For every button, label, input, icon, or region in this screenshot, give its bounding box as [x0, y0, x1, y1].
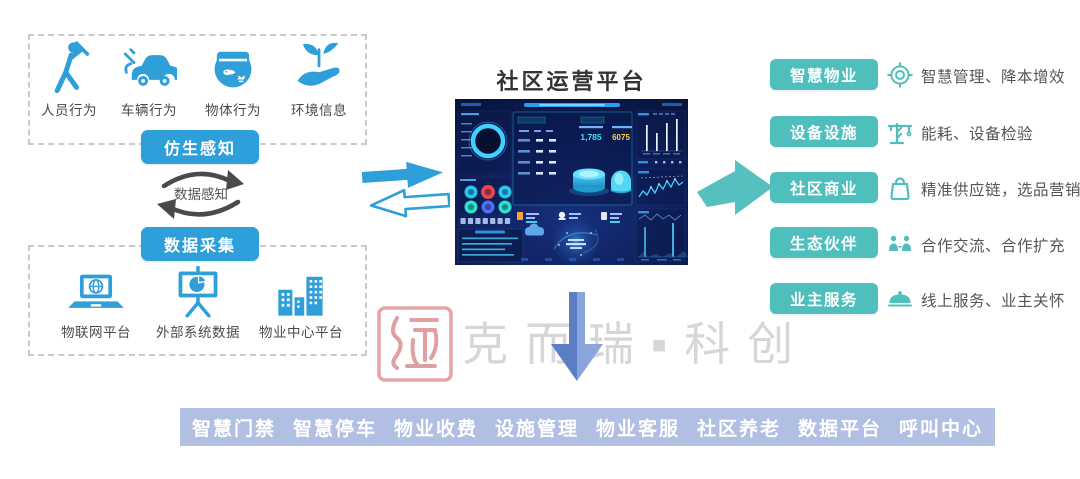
person-behavior-icon — [54, 41, 90, 94]
down-arrow-icon — [551, 292, 603, 381]
vehicle-behavior-icon — [123, 48, 177, 86]
service-item: 设施管理 — [494, 418, 579, 440]
perception-item-label: 车辆行为 — [121, 103, 177, 118]
service-dome-icon — [888, 291, 912, 307]
bionic-perception-label: 仿生感知 — [163, 141, 236, 158]
smart-property-button[interactable]: 智慧物业 — [770, 59, 878, 90]
data-perception-cycle: 数据感知 — [146, 162, 256, 226]
community-commerce-label: 社区商业 — [789, 180, 858, 198]
brand-watermark: 克而瑞▪科创 — [462, 318, 811, 370]
environment-info-icon — [297, 42, 340, 86]
perception-item-object: 物体行为 — [194, 42, 272, 119]
perception-item-label: 物体行为 — [205, 103, 261, 118]
property-center-icon — [278, 276, 323, 316]
service-item: 数据平台 — [798, 418, 883, 440]
dashboard-metric-1: 1,785 — [580, 132, 602, 142]
platform-item-external: 外部系统数据 — [152, 266, 244, 341]
perception-item-environment: 环境信息 — [280, 40, 358, 119]
exchange-arrows-icon — [362, 161, 450, 218]
right-arrow-icon — [697, 160, 773, 215]
owner-service-button[interactable]: 业主服务 — [770, 283, 878, 314]
platform-item-label: 物业中心平台 — [259, 325, 343, 340]
eco-partners-desc: 合作交流、合作扩充 — [921, 238, 1066, 255]
owner-service-label: 业主服务 — [789, 291, 858, 309]
external-data-icon — [178, 266, 218, 318]
platform-item-iot: 物联网平台 — [52, 272, 140, 341]
bionic-perception-button[interactable]: 仿生感知 — [141, 130, 259, 164]
smart-property-desc: 智慧管理、降本增效 — [921, 69, 1066, 86]
target-icon — [887, 62, 913, 88]
service-item: 呼叫中心 — [899, 418, 984, 440]
service-item: 物业客服 — [596, 418, 681, 440]
equipment-button[interactable]: 设备设施 — [770, 116, 878, 147]
service-item: 物业收费 — [393, 418, 478, 440]
object-behavior-icon — [214, 51, 252, 88]
service-item: 智慧门禁 — [191, 418, 276, 440]
perception-item-vehicle: 车辆行为 — [110, 40, 188, 119]
page-title: 社区运营平台 — [496, 69, 647, 94]
platform-item-label: 物联网平台 — [61, 325, 131, 340]
crane-icon — [887, 122, 913, 145]
shopping-bag-icon — [890, 177, 910, 201]
smart-property-label: 智慧物业 — [789, 67, 858, 85]
dashboard-graphic: 1,785 6075 — [455, 99, 688, 266]
dashboard-metric-2: 6075 — [612, 133, 630, 142]
owner-service-desc: 线上服务、业主关怀 — [921, 293, 1066, 310]
cycle-arrows-icon: 数据感知 — [157, 170, 244, 219]
perception-item-label: 人员行为 — [41, 103, 97, 118]
brand-seal-icon — [377, 306, 453, 382]
equipment-desc: 能耗、设备检验 — [921, 126, 1034, 143]
iot-platform-icon — [68, 274, 124, 308]
partners-icon — [889, 235, 911, 251]
platform-item-label: 外部系统数据 — [156, 325, 240, 340]
cycle-label: 数据感知 — [174, 186, 228, 202]
bottom-services-bar: 智慧门禁 智慧停车 物业收费 设施管理 物业客服 社区养老 数据平台 呼叫中心 — [180, 408, 995, 446]
perception-item-label: 环境信息 — [291, 103, 347, 118]
eco-partners-button[interactable]: 生态伙伴 — [770, 227, 878, 258]
perception-item-person: 人员行为 — [30, 40, 108, 119]
service-item: 社区养老 — [697, 418, 782, 440]
community-commerce-button[interactable]: 社区商业 — [770, 172, 878, 203]
eco-partners-label: 生态伙伴 — [789, 235, 858, 253]
data-collection-label: 数据采集 — [163, 238, 236, 255]
equipment-label: 设备设施 — [789, 124, 858, 142]
community-commerce-desc: 精准供应链，选品营销 — [921, 182, 1080, 199]
dashboard-screenshot: 1,785 6075 — [455, 99, 688, 266]
platform-item-property: 物业中心平台 — [258, 268, 344, 341]
service-item: 智慧停车 — [292, 418, 377, 440]
data-collection-button[interactable]: 数据采集 — [141, 227, 259, 261]
